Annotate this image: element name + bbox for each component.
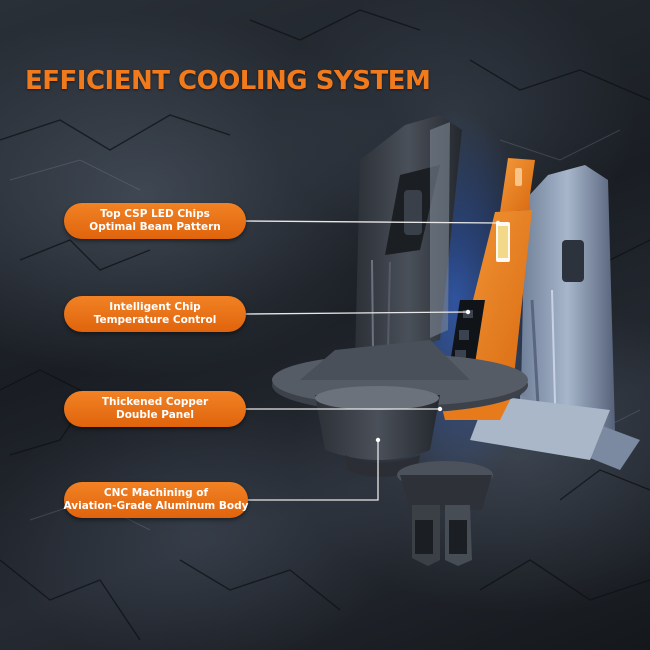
callout-line: Thickened Copper <box>101 396 209 408</box>
rock-texture <box>0 9 650 641</box>
callout-led-chips: Top CSP LED Chips Optimal Beam Pattern <box>64 203 246 239</box>
callout-line: Double Panel <box>116 409 194 421</box>
callout-line: Top CSP LED Chips <box>100 208 210 220</box>
callout-aluminum-body: CNC Machining of Aviation-Grade Aluminum… <box>63 482 249 518</box>
bulb-base <box>272 340 528 477</box>
leader-lines <box>245 220 499 501</box>
callout-line: Aviation-Grade Aluminum Body <box>63 500 249 512</box>
callout-temperature-control: Intelligent Chip Temperature Control <box>64 296 246 332</box>
connector-plug <box>397 461 493 566</box>
rear-heatsink <box>470 165 640 470</box>
callout-line: Optimal Beam Pattern <box>89 221 221 233</box>
callout-copper-panel: Thickened Copper Double Panel <box>64 391 246 427</box>
callout-line: Temperature Control <box>93 314 217 326</box>
page-title: EFFICIENT COOLING SYSTEM <box>25 66 431 96</box>
callout-line: Intelligent Chip <box>109 301 201 313</box>
front-heatsink <box>355 115 462 360</box>
callout-line: CNC Machining of <box>103 487 209 499</box>
